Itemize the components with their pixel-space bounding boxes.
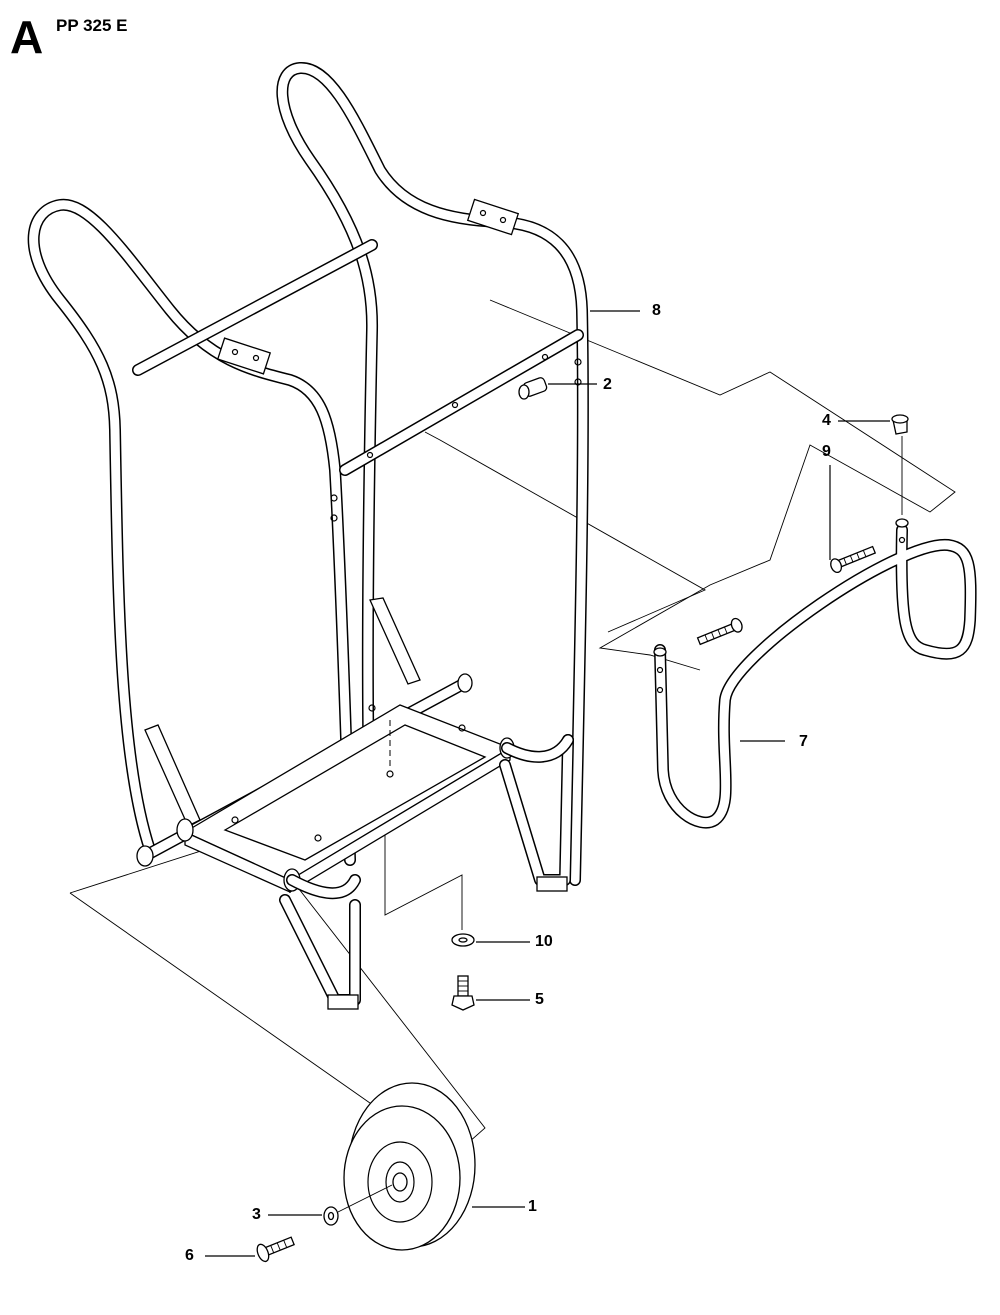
part-4-knob: [838, 414, 909, 515]
frame-part-8: [27, 62, 589, 886]
model-label: PP 325 E: [56, 16, 128, 35]
callout-8: 8: [652, 302, 661, 319]
part-3-washer: [268, 1184, 393, 1226]
part-6-bolt: [205, 1236, 295, 1263]
callout-4: 4: [822, 412, 831, 429]
callout-7: 7: [799, 733, 808, 750]
part-5-bolt: [451, 975, 530, 1011]
part-2-bushing: [518, 377, 597, 400]
section-letter: A: [10, 11, 44, 63]
callout-5: 5: [535, 991, 544, 1008]
callout-6: 6: [185, 1247, 194, 1264]
callout-3: 3: [252, 1206, 261, 1223]
callout-1: 1: [528, 1198, 537, 1215]
callout-9: 9: [822, 443, 831, 460]
part-10-washer: [451, 933, 530, 947]
part-9-screws: [696, 465, 877, 646]
part-1-wheel: [343, 1082, 525, 1251]
part-7-front-handle: [653, 518, 977, 829]
callout-2: 2: [603, 376, 612, 393]
base-frame: [136, 673, 574, 1010]
callout-10: 10: [535, 933, 553, 950]
